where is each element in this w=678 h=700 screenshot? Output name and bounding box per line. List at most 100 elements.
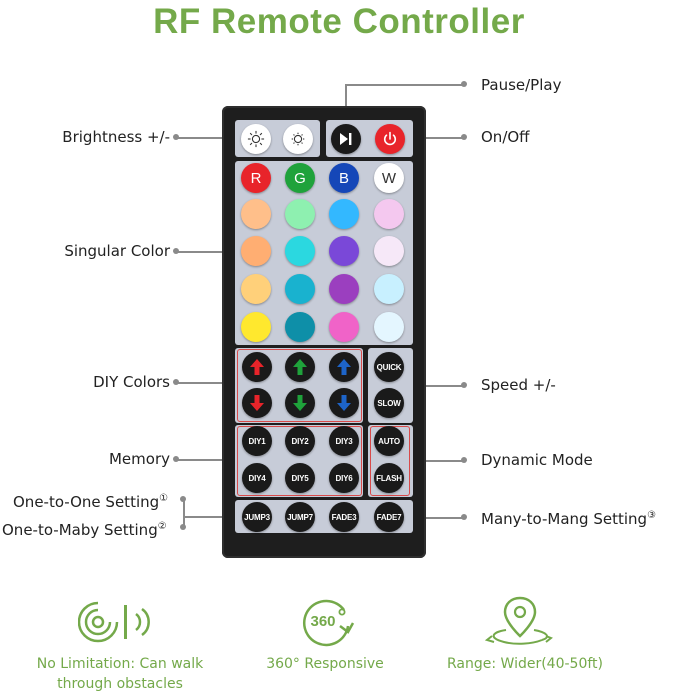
color-swatch-button[interactable] bbox=[374, 274, 404, 304]
brightness-down-button[interactable] bbox=[283, 124, 313, 154]
location-range-icon bbox=[484, 596, 553, 645]
leader-line bbox=[410, 517, 463, 519]
color-b-button[interactable]: B bbox=[329, 163, 359, 193]
label-diy-colors: DIY Colors bbox=[93, 373, 170, 391]
label-brightness: Brightness +/- bbox=[62, 128, 170, 146]
fade3-label: FADE3 bbox=[331, 512, 357, 522]
diy3-button[interactable]: DIY3 bbox=[329, 426, 359, 456]
leader-dot bbox=[173, 379, 179, 385]
color-swatch-button[interactable] bbox=[285, 274, 315, 304]
label-memory: Memory bbox=[108, 450, 170, 468]
slow-button[interactable]: SLOW bbox=[374, 388, 404, 418]
leader-line bbox=[410, 460, 463, 462]
red-up-button[interactable] bbox=[242, 352, 272, 382]
color-swatch-button[interactable] bbox=[241, 236, 271, 266]
color-swatch-button[interactable] bbox=[374, 312, 404, 342]
color-swatch-button[interactable] bbox=[241, 274, 271, 304]
label-many-to-mang: Many-to-Mang Setting③ bbox=[481, 507, 656, 528]
green-up-button[interactable] bbox=[285, 352, 315, 382]
feature-360-responsive: 360° Responsive bbox=[266, 656, 384, 672]
color-r-button[interactable]: R bbox=[241, 163, 271, 193]
feature-range: Range: Wider(40-50ft) bbox=[447, 656, 603, 672]
red-down-button[interactable] bbox=[242, 388, 272, 418]
color-swatch-button[interactable] bbox=[329, 274, 359, 304]
color-swatch-button[interactable] bbox=[374, 236, 404, 266]
jump7-button[interactable]: JUMP7 bbox=[285, 502, 315, 532]
fade3-button[interactable]: FADE3 bbox=[329, 502, 359, 532]
leader-dot bbox=[180, 524, 186, 530]
label-one-to-one: One-to-One Setting① bbox=[13, 490, 168, 511]
color-swatch-button[interactable] bbox=[329, 312, 359, 342]
leader-dot bbox=[461, 81, 467, 87]
arrow-down-icon bbox=[337, 395, 351, 411]
color-w-label: W bbox=[381, 169, 397, 187]
leader-dot bbox=[461, 457, 467, 463]
blue-up-button[interactable] bbox=[329, 352, 359, 382]
label-one-to-maby-text: One-to-Maby Setting bbox=[2, 521, 158, 539]
leader-dot bbox=[461, 134, 467, 140]
leader-line bbox=[183, 499, 185, 527]
diy2-label: DIY2 bbox=[291, 436, 309, 446]
leader-line bbox=[176, 459, 238, 461]
quick-label: QUICK bbox=[376, 362, 402, 372]
dim-sun-icon bbox=[291, 132, 305, 146]
blue-down-button[interactable] bbox=[329, 388, 359, 418]
feature-no-limitation: No Limitation: Can walk through obstacle… bbox=[15, 654, 225, 694]
leader-line bbox=[176, 382, 238, 384]
leader-dot bbox=[173, 456, 179, 462]
leader-dot bbox=[173, 248, 179, 254]
color-r-label: R bbox=[250, 169, 262, 187]
feature-no-limitation-line2: through obstacles bbox=[57, 676, 183, 692]
label-speed: Speed +/- bbox=[481, 376, 556, 394]
label-pause-play: Pause/Play bbox=[481, 76, 562, 94]
color-swatch-button[interactable] bbox=[285, 236, 315, 266]
flash-label: FLASH bbox=[376, 473, 402, 483]
color-swatch-button[interactable] bbox=[241, 199, 271, 229]
leader-line bbox=[345, 84, 463, 86]
jump3-button[interactable]: JUMP3 bbox=[242, 502, 272, 532]
signal-through-wall-icon bbox=[78, 601, 150, 643]
power-icon bbox=[383, 131, 397, 146]
leader-line bbox=[410, 385, 463, 387]
diy1-label: DIY1 bbox=[248, 436, 266, 446]
quick-button[interactable]: QUICK bbox=[374, 352, 404, 382]
label-dynamic-mode: Dynamic Mode bbox=[481, 451, 593, 469]
color-swatch-button[interactable] bbox=[374, 199, 404, 229]
flash-button[interactable]: FLASH bbox=[374, 463, 404, 493]
jump3-label: JUMP3 bbox=[244, 512, 270, 522]
leader-dot bbox=[461, 382, 467, 388]
color-swatch-button[interactable] bbox=[285, 199, 315, 229]
label-one-to-one-text: One-to-One Setting bbox=[13, 493, 160, 511]
diy4-button[interactable]: DIY4 bbox=[242, 463, 272, 493]
pause-play-button[interactable] bbox=[331, 124, 361, 154]
diy2-button[interactable]: DIY2 bbox=[285, 426, 315, 456]
leader-line bbox=[176, 251, 238, 253]
label-on-off: On/Off bbox=[481, 128, 530, 146]
diy5-label: DIY5 bbox=[291, 473, 309, 483]
diy5-button[interactable]: DIY5 bbox=[285, 463, 315, 493]
color-swatch-button[interactable] bbox=[329, 236, 359, 266]
color-swatch-button[interactable] bbox=[329, 199, 359, 229]
label-one-to-maby: One-to-Maby Setting② bbox=[2, 518, 167, 539]
diy1-button[interactable]: DIY1 bbox=[242, 426, 272, 456]
leader-line bbox=[176, 137, 236, 139]
feature-no-limitation-line1: No Limitation: Can walk bbox=[36, 656, 204, 672]
color-w-button[interactable]: W bbox=[374, 163, 404, 193]
diy6-button[interactable]: DIY6 bbox=[329, 463, 359, 493]
color-swatch-button[interactable] bbox=[241, 312, 271, 342]
circled-one-mark: ① bbox=[159, 493, 169, 504]
remote-body: QUICK SLOW DIY1 DIY2 DIY3 DIY4 DIY5 DIY6… bbox=[222, 106, 426, 558]
diy6-label: DIY6 bbox=[335, 473, 353, 483]
fade7-button[interactable]: FADE7 bbox=[374, 502, 404, 532]
circled-three-mark: ③ bbox=[647, 510, 657, 521]
power-button[interactable] bbox=[375, 124, 405, 154]
leader-line bbox=[183, 516, 239, 518]
leader-dot bbox=[461, 514, 467, 520]
diy3-label: DIY3 bbox=[335, 436, 353, 446]
color-g-button[interactable]: G bbox=[285, 163, 315, 193]
color-swatch-button[interactable] bbox=[285, 312, 315, 342]
brightness-up-button[interactable] bbox=[241, 124, 271, 154]
green-down-button[interactable] bbox=[285, 388, 315, 418]
auto-button[interactable]: AUTO bbox=[374, 426, 404, 456]
arrow-down-icon bbox=[293, 395, 307, 411]
